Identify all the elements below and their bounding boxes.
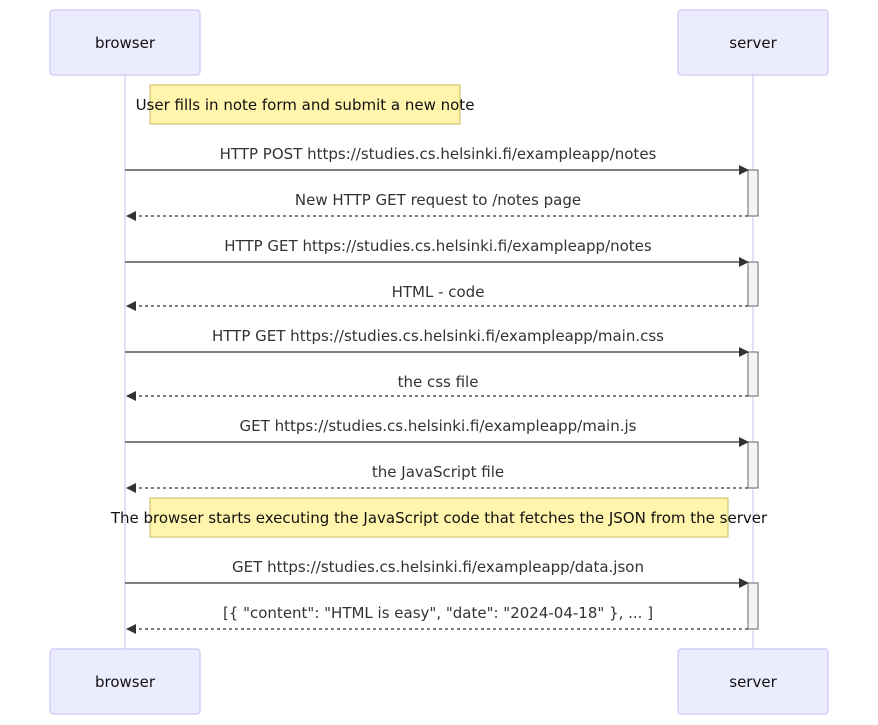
message-2-label: New HTTP GET request to /notes page: [295, 191, 581, 209]
note-2-text: The browser starts executing the JavaScr…: [110, 509, 768, 527]
activation-1: [747, 169, 759, 217]
note-2: The browser starts executing the JavaScr…: [110, 497, 768, 538]
message-4-label: HTML - code: [392, 283, 485, 301]
message-1-label: HTTP POST https://studies.cs.helsinki.fi…: [220, 145, 657, 163]
message-3-label: HTTP GET https://studies.cs.helsinki.fi/…: [224, 237, 652, 255]
message-7: GET https://studies.cs.helsinki.fi/examp…: [125, 417, 749, 447]
actor-server-bottom: server: [677, 648, 829, 715]
activation-3: [747, 351, 759, 397]
actor-server-top: server: [677, 9, 829, 76]
message-5: HTTP GET https://studies.cs.helsinki.fi/…: [125, 327, 749, 357]
message-4: HTML - code: [126, 283, 748, 311]
activation-4: [747, 441, 759, 489]
message-7-label: GET https://studies.cs.helsinki.fi/examp…: [240, 417, 637, 435]
message-5-label: HTTP GET https://studies.cs.helsinki.fi/…: [212, 327, 664, 345]
message-10-label: [{ "content": "HTML is easy", "date": "2…: [223, 604, 653, 622]
actor-browser-top: browser: [49, 9, 201, 76]
message-6-label: the css file: [398, 373, 479, 391]
actor-browser-bottom-label: browser: [95, 673, 156, 691]
actor-server-top-label: server: [729, 34, 777, 52]
actor-browser-bottom: browser: [49, 648, 201, 715]
message-3: HTTP GET https://studies.cs.helsinki.fi/…: [125, 237, 749, 267]
note-1: User fills in note form and submit a new…: [136, 84, 475, 125]
message-6: the css file: [126, 373, 748, 401]
message-8: the JavaScript file: [126, 463, 748, 493]
message-1: HTTP POST https://studies.cs.helsinki.fi…: [125, 145, 749, 175]
message-9-label: GET https://studies.cs.helsinki.fi/examp…: [232, 558, 644, 576]
actor-server-bottom-label: server: [729, 673, 777, 691]
activation-2: [747, 261, 759, 307]
message-2: New HTTP GET request to /notes page: [126, 191, 748, 221]
activation-5: [747, 582, 759, 630]
message-10: [{ "content": "HTML is easy", "date": "2…: [126, 604, 748, 634]
actor-browser-top-label: browser: [95, 34, 156, 52]
note-1-text: User fills in note form and submit a new…: [136, 96, 475, 114]
message-9: GET https://studies.cs.helsinki.fi/examp…: [125, 558, 749, 588]
message-8-label: the JavaScript file: [372, 463, 504, 481]
